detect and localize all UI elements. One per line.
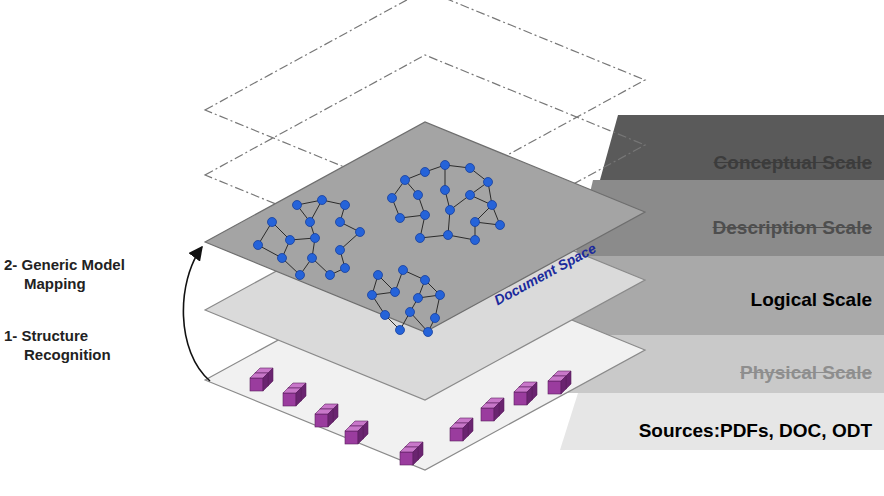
cube-top xyxy=(400,447,418,452)
cube-side xyxy=(468,418,473,436)
cube-side xyxy=(463,423,468,441)
cube-face xyxy=(519,387,532,400)
cube-face xyxy=(514,392,527,405)
cube-side xyxy=(263,373,268,391)
cube-top xyxy=(320,404,338,409)
cube-top xyxy=(455,418,473,423)
step-label: 2- Generic Model Mapping xyxy=(4,255,164,293)
shape-outline xyxy=(205,122,645,332)
cube-side xyxy=(268,368,273,386)
cube-top xyxy=(283,388,301,393)
cube-top xyxy=(519,382,537,387)
cube-side xyxy=(301,383,306,401)
cube-side xyxy=(413,447,418,465)
cube-top xyxy=(486,398,504,403)
cube-face xyxy=(350,426,363,439)
cube-face xyxy=(288,388,301,401)
cube-face xyxy=(548,381,561,394)
cube-group xyxy=(250,368,571,465)
cube-top xyxy=(481,403,499,408)
cube-side xyxy=(494,403,499,421)
cube-top xyxy=(450,423,468,428)
cube-top xyxy=(350,421,368,426)
scale-band: Physical Scale xyxy=(560,335,884,393)
cube-face xyxy=(455,423,468,436)
document-plane: Document Space xyxy=(205,122,645,332)
scale-label: Logical Scale xyxy=(751,289,872,311)
cube-side xyxy=(532,382,537,400)
scale-band: Logical Scale xyxy=(560,256,884,335)
graph-vertex xyxy=(396,326,405,335)
cube-face xyxy=(486,403,499,416)
shape-outline xyxy=(560,393,884,450)
cube-face xyxy=(481,408,494,421)
cube-top xyxy=(345,426,363,431)
shape-outline xyxy=(560,256,884,335)
scale-band: Conceptual Scale xyxy=(600,115,884,180)
plane-shape xyxy=(205,122,645,332)
shape-outline xyxy=(600,115,884,180)
cube-face xyxy=(345,431,358,444)
document-cube xyxy=(514,382,537,405)
cube-face xyxy=(250,378,263,391)
cube-top xyxy=(514,387,532,392)
cube-face xyxy=(450,428,463,441)
document-cube xyxy=(250,368,273,391)
cube-face xyxy=(320,409,333,422)
cube-side xyxy=(333,404,338,422)
document-cube xyxy=(315,404,338,427)
document-cube xyxy=(400,442,423,465)
cube-top xyxy=(315,409,333,414)
cube-top xyxy=(288,383,306,388)
mapping-arrow xyxy=(183,247,210,381)
document-cube xyxy=(481,398,504,421)
cube-top xyxy=(250,373,268,378)
scale-label: Conceptual Scale xyxy=(714,152,872,174)
cube-top xyxy=(255,368,273,373)
scale-label: Sources:PDFs, DOC, ODT xyxy=(639,420,872,442)
document-cube xyxy=(345,421,368,444)
cube-side xyxy=(363,421,368,439)
cube-side xyxy=(499,398,504,416)
cube-face xyxy=(405,447,418,460)
step-label: 1- Structure Recognition xyxy=(4,326,164,364)
cube-side xyxy=(527,387,532,405)
cube-face xyxy=(315,414,328,427)
cube-top xyxy=(405,442,423,447)
cube-side xyxy=(358,426,363,444)
cube-face xyxy=(283,393,296,406)
cube-top xyxy=(548,376,566,381)
cube-side xyxy=(418,442,423,460)
cube-face xyxy=(255,373,268,386)
scale-label: Physical Scale xyxy=(740,362,872,384)
cube-side xyxy=(296,388,301,406)
shape-outline xyxy=(560,335,884,393)
cube-face xyxy=(400,452,413,465)
document-cube xyxy=(283,383,306,406)
cube-side xyxy=(328,409,333,427)
scale-band: Sources:PDFs, DOC, ODT xyxy=(560,393,884,450)
scale-label: Description Scale xyxy=(713,217,872,239)
document-cube xyxy=(450,418,473,441)
